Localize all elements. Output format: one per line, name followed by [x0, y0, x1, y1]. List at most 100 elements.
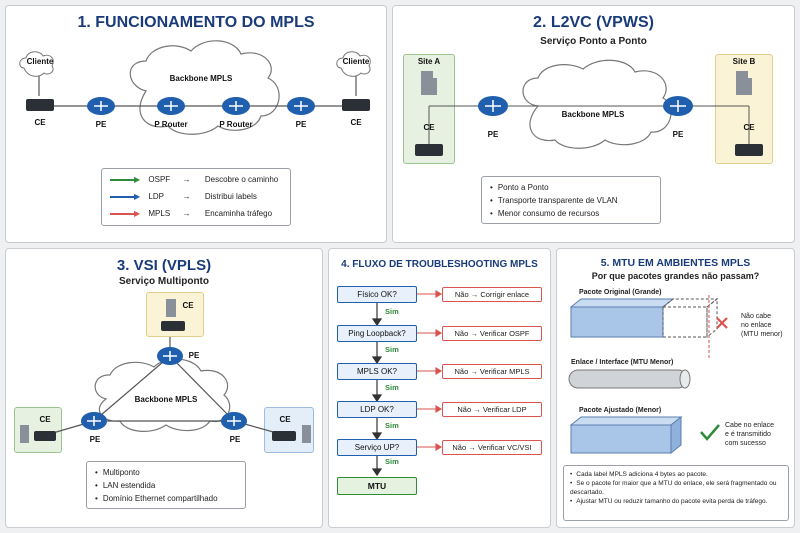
legend-name: OSPF [148, 175, 171, 184]
ce-switch-left [34, 431, 56, 441]
panel-title: 1. FUNCIONAMENTO DO MPLS [77, 14, 315, 31]
arrow-icon: → [182, 175, 191, 184]
arrowhead-icon: ▶ [134, 175, 141, 184]
site-a-label: Site A [417, 57, 441, 66]
ce-switch-a [415, 144, 443, 156]
x-icon [716, 317, 728, 329]
flow-step: Físico OK? [337, 286, 417, 303]
flow-step: Ping Loopback? [337, 325, 417, 342]
mpls-topology [19, 40, 371, 135]
pe-right-label: PE [295, 120, 307, 129]
client-left-label: Cliente [26, 57, 54, 66]
ce-switch-top [161, 321, 185, 331]
site-b-label: Site B [732, 57, 756, 66]
client-right-label: Cliente [342, 57, 370, 66]
ce-top-label: CE [182, 301, 194, 310]
building-icon [736, 71, 752, 95]
panel-title: 3. VSI (VPLS) [116, 257, 212, 274]
flow-yes-label: Sim [385, 307, 399, 316]
ce-switch-left [26, 99, 54, 111]
router-pe-top [157, 347, 183, 365]
pe-top-label: PE [188, 351, 200, 360]
router-pe-left [81, 412, 107, 430]
flow-yes-label: Sim [385, 383, 399, 392]
flow-no-action: Não → Verificar LDP [442, 402, 542, 417]
flow-connectors [371, 290, 443, 477]
panel-troubleshooting: 4. FLUXO DE TROUBLESHOOTING MPLS Físico … [328, 248, 551, 528]
cloud-label: Backbone MPLS [561, 110, 625, 119]
ce-a-label: CE [423, 123, 435, 132]
router-pe-b [663, 96, 693, 116]
flow-yes-label: Sim [385, 421, 399, 430]
flow-yes-label: Sim [385, 457, 399, 466]
bullet-item: Menor consumo de recursos [490, 207, 652, 220]
pe-left-label: PE [89, 435, 101, 444]
legend-name: LDP [148, 192, 164, 201]
p-router-2-label: P Router [219, 120, 253, 129]
pe-left-label: PE [95, 120, 107, 129]
arrow-icon [110, 212, 134, 215]
panel-title: 4. FLUXO DE TROUBLESHOOTING MPLS [341, 259, 538, 270]
ce-switch-right [342, 99, 370, 111]
panel-subtitle: Por que pacotes grandes não passam? [591, 271, 760, 281]
mtu-notes: Cada label MPLS adiciona 4 bytes ao paco… [563, 465, 789, 521]
no-fit-text: Não cabe no enlace (MTU menor) [741, 313, 783, 338]
flow-end: MTU [337, 477, 417, 495]
flow-yes-label: Sim [385, 345, 399, 354]
arrowhead-icon: ▶ [134, 192, 141, 201]
building-icon [421, 71, 437, 95]
panel-mtu: 5. MTU EM AMBIENTES MPLS Por que pacotes… [556, 248, 795, 528]
panel-subtitle: Serviço Ponto a Ponto [540, 36, 647, 47]
label-packet-adjusted: Pacote Ajustado (Menor) [579, 407, 662, 414]
arrow-icon: → [182, 192, 191, 201]
bullet-item: Transporte transparente de VLAN [490, 194, 652, 207]
backbone-cloud [522, 59, 672, 149]
pe-a-label: PE [487, 130, 499, 139]
flow-step: Serviço UP? [337, 439, 417, 456]
bullet-item: Ponto a Ponto [490, 181, 652, 194]
backbone-cloud [94, 358, 231, 432]
arrowhead-icon: ▶ [134, 209, 141, 218]
router-pe-a [478, 96, 508, 116]
pe-right-label: PE [229, 435, 241, 444]
ce-left-label: CE [34, 118, 46, 127]
client-cloud-left [19, 51, 54, 77]
note-item: Cada label MPLS adiciona 4 bytes ao paco… [570, 470, 782, 479]
flow-no-action: Não → Corrigir enlace [442, 287, 542, 302]
pe-b-label: PE [672, 130, 684, 139]
ce-switch-b [735, 144, 763, 156]
router-pe-right [287, 97, 315, 115]
note-item: Ajustar MTU ou reduzir tamanho do pacote… [570, 497, 782, 506]
ce-b-label: CE [743, 123, 755, 132]
bullet-item: Domínio Ethernet compartilhado [95, 492, 237, 505]
ce-switch-right [272, 431, 296, 441]
cloud-label: Backbone MPLS [169, 74, 233, 83]
panel-title: 2. L2VC (VPWS) [533, 14, 654, 31]
panel-mpls-operation: 1. FUNCIONAMENTO DO MPLS Backbone MPLS C… [5, 5, 387, 243]
legend-name: MPLS [148, 209, 171, 218]
bullet-item: Multiponto [95, 466, 237, 479]
vsi-topology [20, 299, 311, 443]
l2vc-topology [415, 59, 763, 156]
client-cloud-right [336, 51, 371, 77]
flow-step: LDP OK? [337, 401, 417, 418]
flow-no-action: Não → Verificar MPLS [442, 364, 542, 379]
legend-row-ldp: ▶ LDP → Distribui labels [110, 192, 257, 201]
arrow-icon [110, 178, 134, 181]
building-icon [20, 425, 29, 443]
legend: ▶ OSPF → Descobre o caminho ▶ LDP → Dist… [101, 168, 291, 226]
ce-right-label: CE [279, 415, 291, 424]
mtu-illustration [568, 295, 728, 455]
flow-no-action: Não → Verificar OSPF [442, 326, 542, 341]
router-pe-right [221, 412, 247, 430]
p-router-1-label: P Router [154, 120, 188, 129]
vsi-bullets: Multiponto LAN estendida Domínio Etherne… [86, 461, 246, 509]
ce-right-label: CE [350, 118, 362, 127]
panel-l2vc: 2. L2VC (VPWS) Serviço Ponto a Ponto Sit… [392, 5, 795, 243]
router-p2 [222, 97, 250, 115]
panel-title: 5. MTU EM AMBIENTES MPLS [600, 257, 751, 269]
flow-no-action: Não → Verificar VC/VSI [442, 440, 542, 455]
legend-row-mpls: ▶ MPLS → Encaminha tráfego [110, 209, 272, 218]
panel-vsi: 3. VSI (VPLS) Serviço Multiponto CE PE C… [5, 248, 323, 528]
flow-step: MPLS OK? [337, 363, 417, 380]
